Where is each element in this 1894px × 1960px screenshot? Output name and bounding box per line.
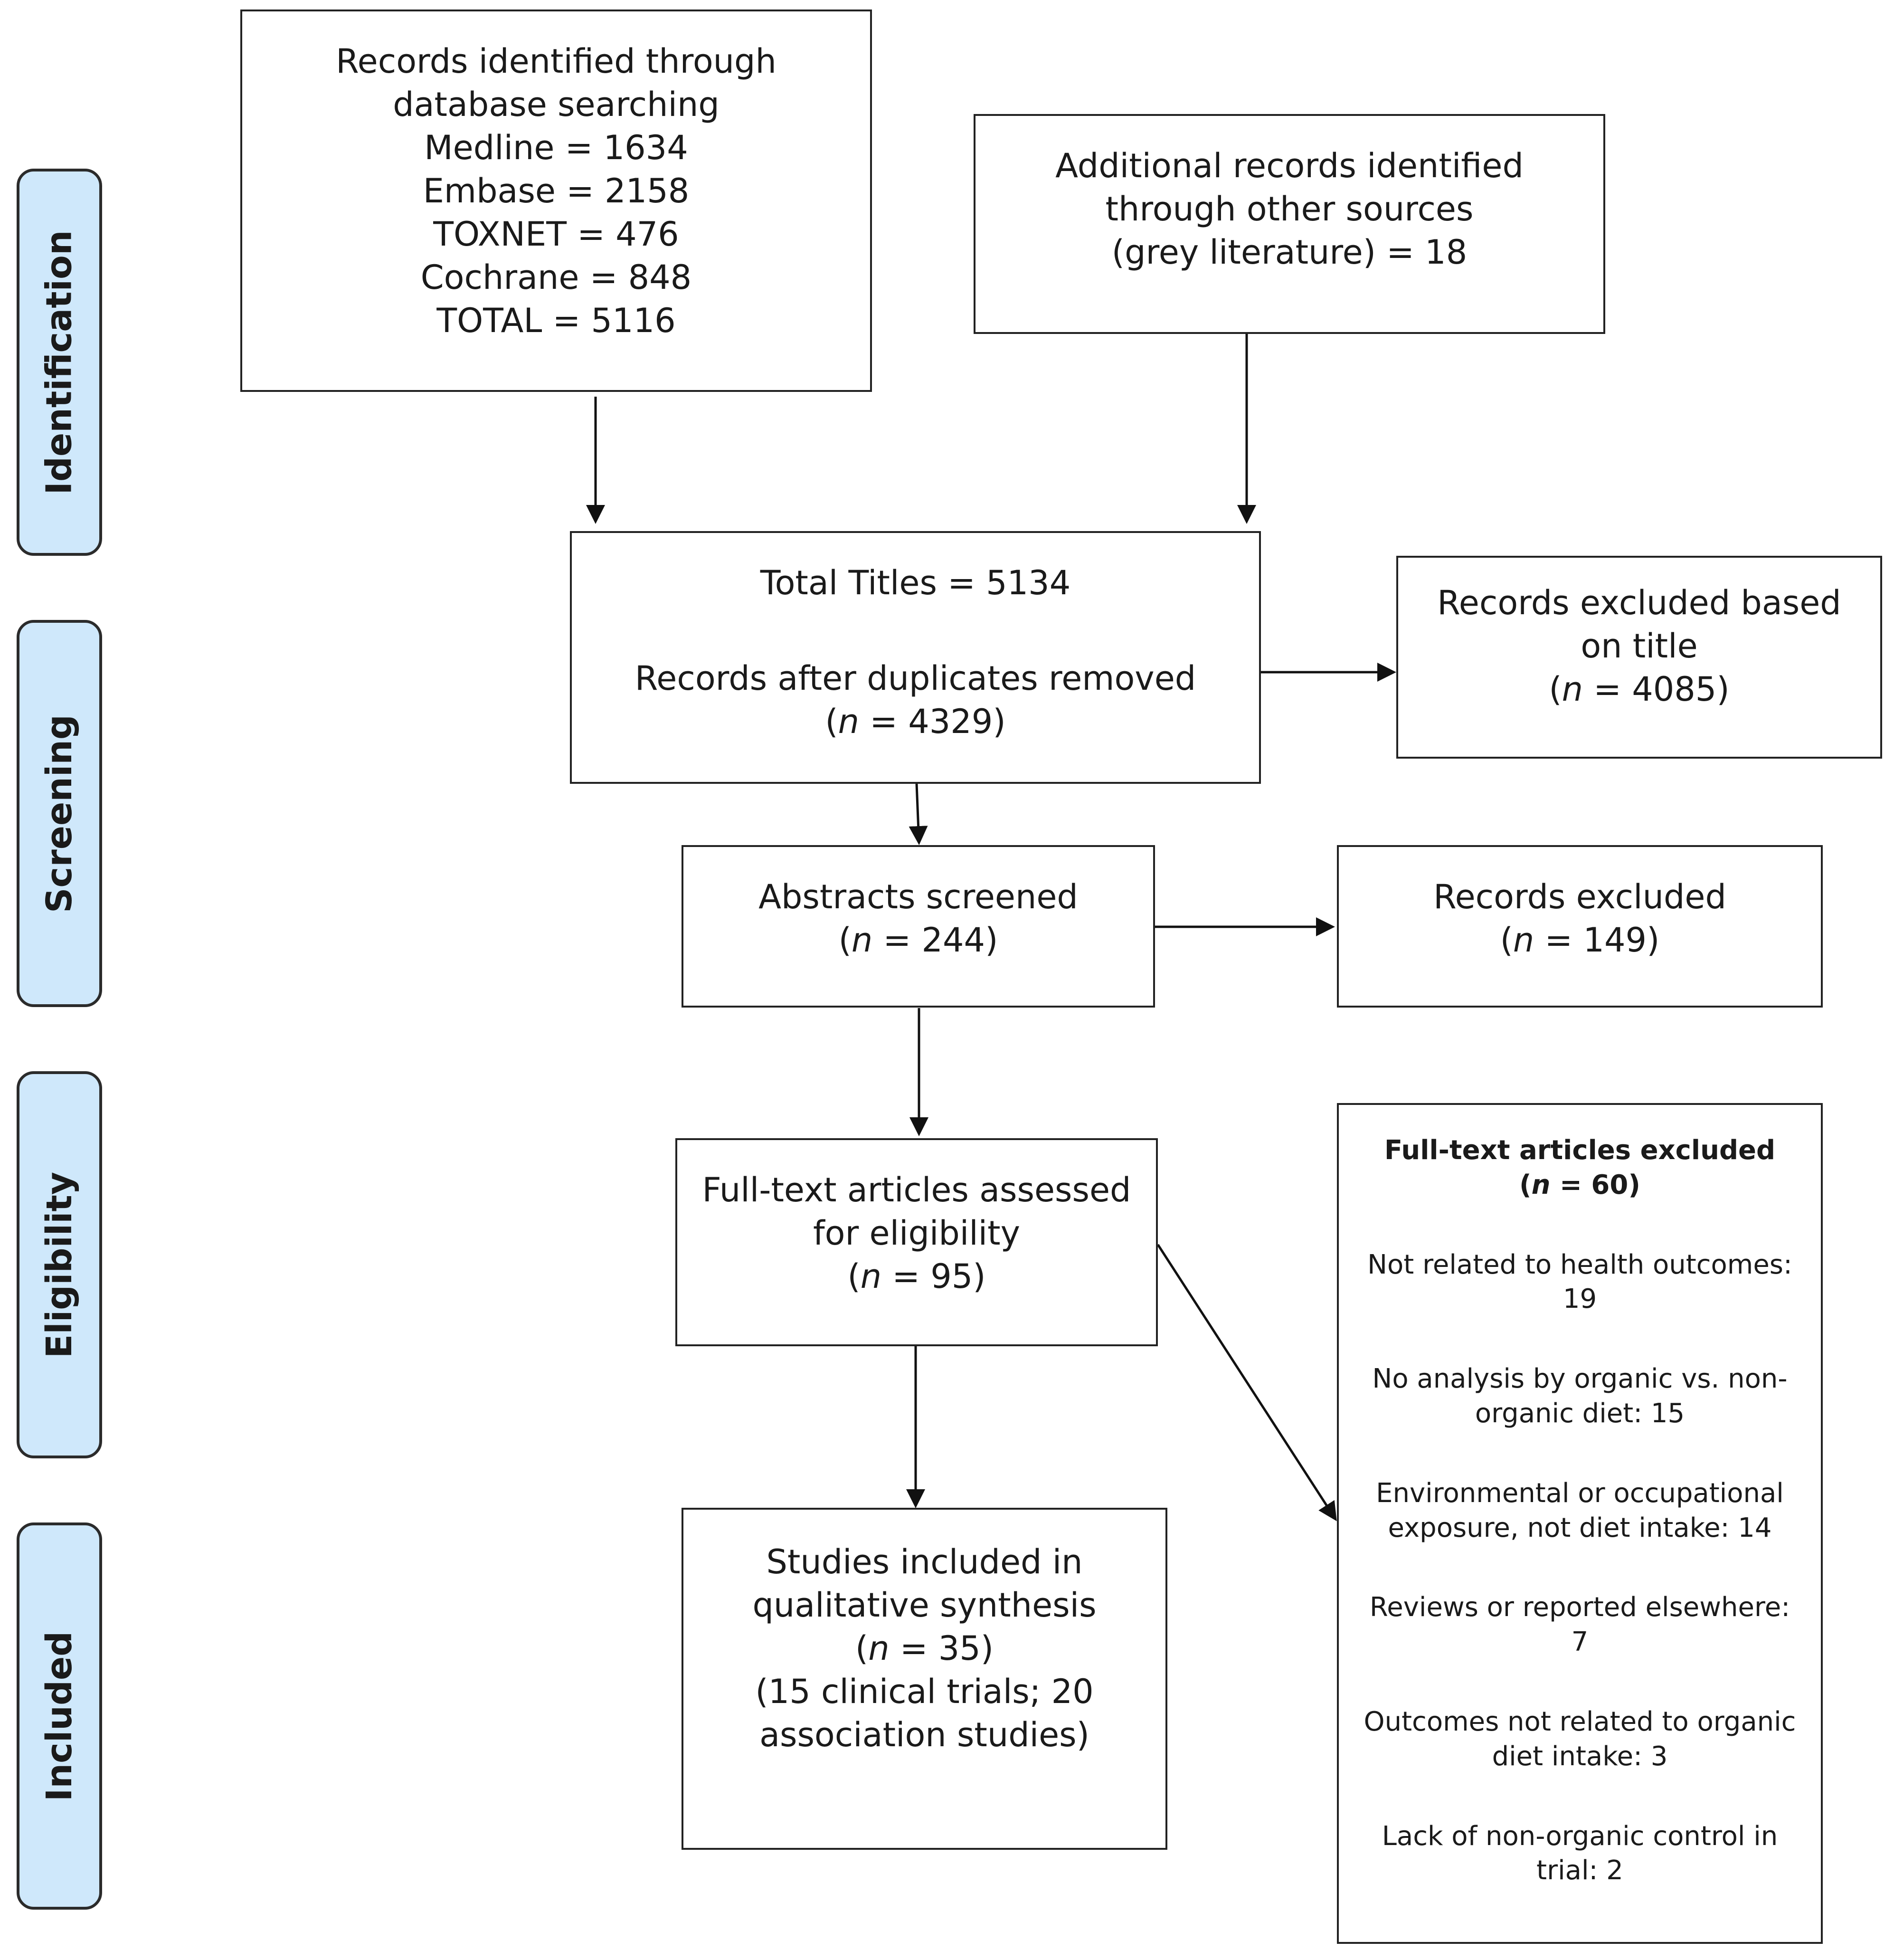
fulltext-excluded-count: (n = 60) bbox=[1519, 1169, 1640, 1200]
exclusion-reason: Outcomes not related to organic bbox=[1364, 1706, 1796, 1737]
database-embase: Embase = 2158 bbox=[423, 171, 690, 210]
exclusion-reason: Reviews or reported elsewhere: bbox=[1369, 1592, 1790, 1623]
included-line: qualitative synthesis bbox=[752, 1586, 1097, 1625]
box-fulltext-excluded: Full-text articles excluded (n = 60) Not… bbox=[1337, 1103, 1823, 1944]
exclusion-reason: Lack of non-organic control in bbox=[1382, 1820, 1778, 1852]
other-sources-line: Additional records identified bbox=[1055, 146, 1524, 185]
box-total-titles: Total Titles = 5134 Records after duplic… bbox=[570, 531, 1261, 784]
exclusion-reason: organic diet: 15 bbox=[1475, 1398, 1685, 1429]
exclusion-reason: No analysis by organic vs. non- bbox=[1372, 1363, 1788, 1395]
excluded-title-count: (n = 4085) bbox=[1549, 670, 1730, 709]
records-excluded-label: Records excluded bbox=[1433, 877, 1726, 916]
abstracts-count: (n = 244) bbox=[838, 921, 998, 960]
total-titles: Total Titles = 5134 bbox=[760, 563, 1071, 602]
included-line: Studies included in bbox=[766, 1542, 1083, 1581]
included-line: (15 clinical trials; 20 bbox=[755, 1672, 1094, 1711]
arrow-total-to-abstracts bbox=[909, 783, 928, 845]
database-toxnet: TOXNET = 476 bbox=[433, 215, 679, 254]
fulltext-count: (n = 95) bbox=[847, 1257, 986, 1296]
excluded-title-line: Records excluded based bbox=[1437, 583, 1841, 622]
database-line: Records identified through bbox=[336, 42, 777, 81]
exclusion-reason: 19 bbox=[1563, 1284, 1597, 1315]
exclusion-reason: Not related to health outcomes: bbox=[1367, 1249, 1792, 1280]
fulltext-excluded-title: Full-text articles excluded bbox=[1384, 1135, 1776, 1166]
box-fulltext-assessed: Full-text articles assessed for eligibil… bbox=[675, 1138, 1158, 1346]
phase-identification: Identification bbox=[17, 169, 102, 556]
database-total: TOTAL = 5116 bbox=[436, 301, 676, 340]
phase-eligibility: Eligibility bbox=[17, 1071, 102, 1458]
box-records-excluded: Records excluded (n = 149) bbox=[1337, 845, 1823, 1008]
phase-screening: Screening bbox=[17, 620, 102, 1007]
fulltext-line: for eligibility bbox=[813, 1214, 1020, 1253]
fulltext-line: Full-text articles assessed bbox=[702, 1170, 1131, 1209]
database-medline: Medline = 1634 bbox=[424, 128, 688, 167]
exclusion-reason: 7 bbox=[1571, 1627, 1589, 1658]
phase-included: Included bbox=[17, 1522, 102, 1910]
after-duplicates-label: Records after duplicates removed bbox=[634, 659, 1196, 698]
after-duplicates-count: (n = 4329) bbox=[825, 702, 1006, 741]
abstracts-label: Abstracts screened bbox=[758, 877, 1078, 916]
included-count: (n = 35) bbox=[855, 1629, 994, 1668]
excluded-title-line: on title bbox=[1581, 627, 1698, 666]
exclusion-reason: exposure, not diet intake: 14 bbox=[1388, 1512, 1772, 1543]
exclusion-reason: diet intake: 3 bbox=[1492, 1741, 1668, 1772]
included-line: association studies) bbox=[759, 1715, 1089, 1754]
database-cochrane: Cochrane = 848 bbox=[420, 258, 692, 297]
box-other-sources: Additional records identified through ot… bbox=[974, 114, 1605, 334]
exclusion-reason: trial: 2 bbox=[1536, 1855, 1623, 1886]
database-line: database searching bbox=[393, 85, 720, 124]
arrow-fulltext-to-excluded bbox=[1156, 1244, 1337, 1522]
records-excluded-count: (n = 149) bbox=[1500, 921, 1660, 960]
other-sources-line: through other sources bbox=[1105, 190, 1474, 228]
box-database-search: Records identified through database sear… bbox=[240, 10, 872, 392]
exclusion-reason: Environmental or occupational bbox=[1376, 1477, 1784, 1509]
other-sources-line: (grey literature) = 18 bbox=[1111, 233, 1468, 272]
box-studies-included: Studies included in qualitative synthesi… bbox=[682, 1508, 1167, 1850]
box-abstracts-screened: Abstracts screened (n = 244) bbox=[682, 845, 1155, 1008]
box-excluded-title: Records excluded based on title (n = 408… bbox=[1396, 556, 1882, 759]
